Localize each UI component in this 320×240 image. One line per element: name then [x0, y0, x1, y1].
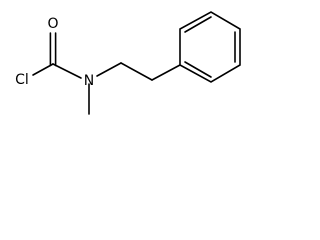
carbon-chlorine-bond [32, 63, 54, 76]
carbon-nitrogen-bond [52, 63, 82, 79]
benzene-ring [179, 11, 241, 83]
phenyl-attachment-bond [151, 64, 181, 81]
oxygen-atom-label: O [47, 16, 58, 32]
nitrogen-atom-label: N [84, 73, 94, 89]
nitrogen-ethyl-bond [96, 62, 122, 77]
chemical-structure: O Cl N [15, 11, 241, 115]
ethyl-chain-bond [120, 62, 153, 81]
benzene-inner-bond-bottom [184, 61, 212, 78]
benzene-inner-bond-top [184, 16, 212, 33]
chlorine-atom-label: Cl [15, 72, 29, 88]
